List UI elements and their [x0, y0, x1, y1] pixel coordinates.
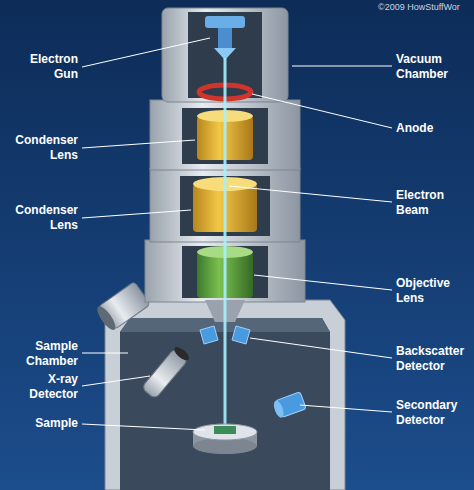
part-label: X-ray Detector	[6, 372, 78, 402]
part-label: Secondary Detector	[396, 398, 468, 428]
part-label: Backscatter Detector	[396, 344, 468, 374]
part-label: Electron Gun	[6, 52, 78, 82]
part-label: Electron Beam	[396, 188, 468, 218]
part-label: Vacuum Chamber	[396, 52, 468, 82]
part-label: Anode	[396, 121, 468, 136]
part-label: Condenser Lens	[6, 133, 78, 163]
part-label: Sample Chamber	[6, 339, 78, 369]
leader-lines	[82, 38, 392, 430]
part-label: Sample	[6, 416, 78, 431]
part-label: Objective Lens	[396, 276, 468, 306]
part-label: Condenser Lens	[6, 203, 78, 233]
watermark: ©2009 HowStuffWor	[378, 2, 472, 13]
